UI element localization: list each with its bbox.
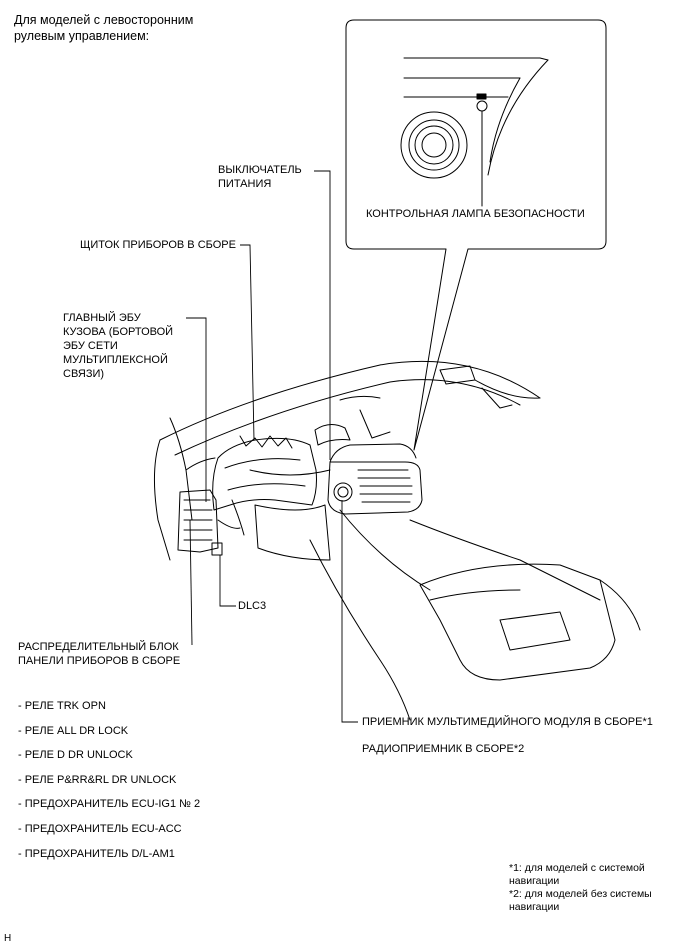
junction-block-label: РАСПРЕДЕЛИТЕЛЬНЫЙ БЛОК ПАНЕЛИ ПРИБОРОВ В… <box>18 641 181 667</box>
multimedia-receiver-label: ПРИЕМНИК МУЛЬТИМЕДИЙНОГО МОДУЛЯ В СБОРЕ*… <box>362 716 653 728</box>
list-item: - ПРЕДОХРАНИТЕЛЬ ECU-ACC <box>18 822 182 835</box>
leader-power-switch <box>314 170 331 460</box>
leader-dlc3 <box>219 555 236 607</box>
list-item: - РЕЛЕ D DR UNLOCK <box>18 749 133 762</box>
junction-block-items: - РЕЛЕ TRK OPN - РЕЛЕ ALL DR LOCK - РЕЛЕ… <box>18 699 200 871</box>
dlc3-label: DLC3 <box>238 600 267 612</box>
footnote: *1: для моделей с системой навигации <box>509 862 645 887</box>
leader-body-ecu <box>186 317 207 502</box>
radio-receiver-label: РАДИОПРИЕМНИК В СБОРЕ*2 <box>362 743 525 755</box>
leader-junction-block <box>189 519 193 646</box>
footnotes: *1: для моделей с системой навигации *2:… <box>509 862 652 914</box>
list-item: - ПРЕДОХРАНИТЕЛЬ D/L-AM1 <box>18 847 175 860</box>
security-lamp-label: КОНТРОЛЬНАЯ ЛАМПА БЕЗОПАСНОСТИ <box>366 208 585 220</box>
page-title: Для моделей с левосторонним рулевым упра… <box>14 13 194 43</box>
list-item: - ПРЕДОХРАНИТЕЛЬ ECU-IG1 № 2 <box>18 798 201 811</box>
list-item: - РЕЛЕ ALL DR LOCK <box>18 724 129 737</box>
list-item: - РЕЛЕ TRK OPN <box>18 700 106 712</box>
main-body-ecu-label: ГЛАВНЫЙ ЭБУ КУЗОВА (БОРТОВОЙ ЭБУ СЕТИ МУ… <box>63 312 174 380</box>
leader-multimedia <box>341 500 358 723</box>
footnote: *2: для моделей без системы навигации <box>509 888 652 913</box>
list-item: - РЕЛЕ P&RR&RL DR UNLOCK <box>18 773 177 786</box>
instrument-cluster-label: ЩИТОК ПРИБОРОВ В СБОРЕ <box>80 239 236 251</box>
leader-instrument-cluster <box>240 244 255 441</box>
security-lamp-callout <box>345 19 607 451</box>
power-switch-label: ВЫКЛЮЧАТЕЛЬ ПИТАНИЯ <box>218 164 302 190</box>
corner-mark: H <box>4 933 12 944</box>
